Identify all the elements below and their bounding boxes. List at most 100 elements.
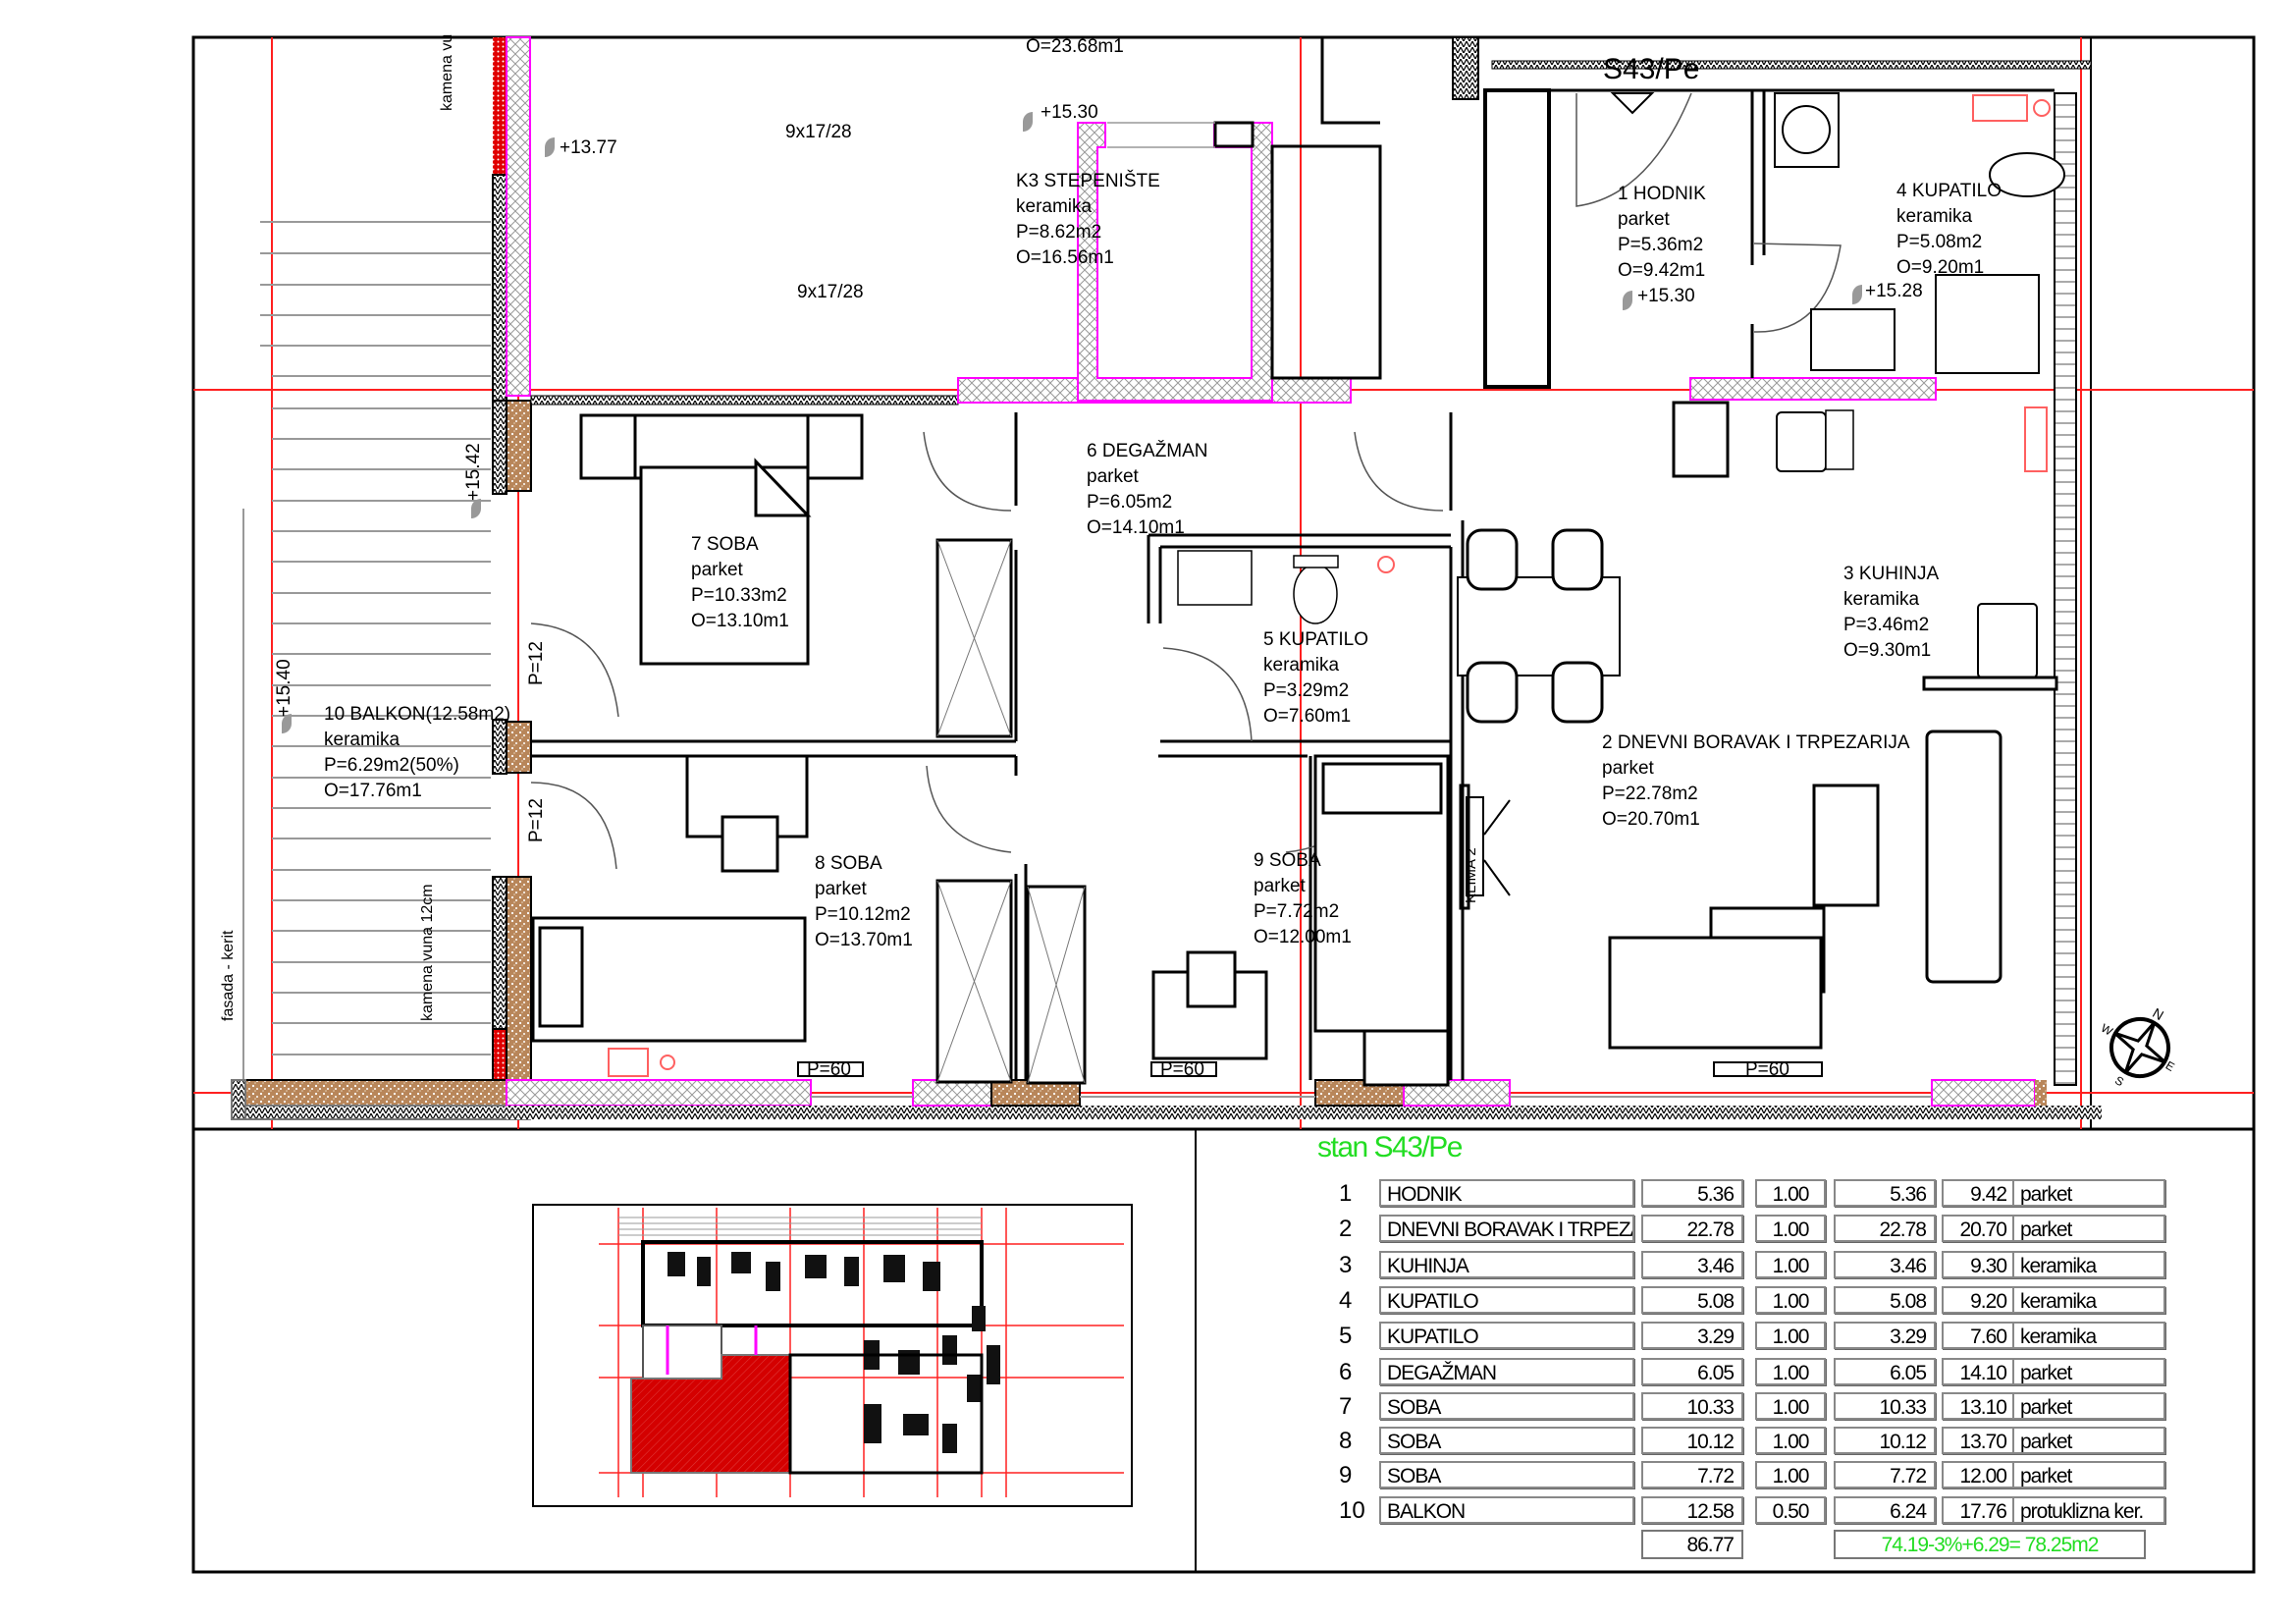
cell-net: 7.72 bbox=[1834, 1461, 1936, 1488]
room-8-perimeter: O=13.70m1 bbox=[815, 930, 913, 950]
cell-name: KUPATILO bbox=[1379, 1322, 1634, 1349]
cell-net: 10.33 bbox=[1834, 1392, 1936, 1420]
level-balcony-a: +15.42 bbox=[463, 443, 484, 501]
cell-area: 6.05 bbox=[1641, 1358, 1743, 1385]
row-number: 9 bbox=[1339, 1462, 1353, 1488]
wardrobes bbox=[936, 539, 1086, 1084]
area-formula: 74.19-3%+6.29= 78.25m2 bbox=[1834, 1530, 2146, 1559]
level-balcony-b: +15.40 bbox=[274, 659, 294, 717]
interior-walls bbox=[531, 90, 1766, 1080]
wool-label-top: kamena vu bbox=[439, 34, 455, 111]
room-2-perimeter: O=20.70m1 bbox=[1602, 809, 1700, 830]
cell-coef: 1.00 bbox=[1755, 1251, 1826, 1278]
window-p60-a: P=60 bbox=[807, 1059, 851, 1080]
balcony-deck bbox=[242, 221, 491, 1119]
window-p60-c: P=60 bbox=[1745, 1059, 1789, 1080]
cell-name: KUHINJA bbox=[1379, 1251, 1634, 1278]
cell-floor: parket bbox=[2012, 1215, 2165, 1242]
room-8-area: P=10.12m2 bbox=[815, 904, 911, 925]
cell-perim: 9.42 bbox=[1942, 1179, 2016, 1207]
room-10-floor: keramika bbox=[324, 730, 400, 750]
room-5-name: 5 KUPATILO bbox=[1263, 629, 1368, 650]
cell-floor: parket bbox=[2012, 1461, 2165, 1488]
room-6-floor: parket bbox=[1087, 466, 1140, 487]
room-10-perimeter: O=17.76m1 bbox=[324, 781, 422, 801]
cell-name: SOBA bbox=[1379, 1461, 1634, 1488]
room-8-floor: parket bbox=[815, 879, 868, 899]
cell-name: DEGAŽMAN bbox=[1379, 1358, 1634, 1385]
cell-perim: 13.70 bbox=[1942, 1427, 2016, 1454]
cell-perim: 20.70 bbox=[1942, 1215, 2016, 1242]
row-number: 6 bbox=[1339, 1359, 1353, 1385]
level-bath4: +15.28 bbox=[1865, 281, 1923, 301]
cell-coef: 1.00 bbox=[1755, 1427, 1826, 1454]
cell-coef: 1.00 bbox=[1755, 1322, 1826, 1349]
room-9-name: 9 SOBA bbox=[1254, 850, 1321, 871]
room-5-area: P=3.29m2 bbox=[1263, 680, 1349, 701]
room-10-area: P=6.29m2(50%) bbox=[324, 755, 459, 776]
cell-net: 5.08 bbox=[1834, 1286, 1936, 1314]
cell-perim: 9.30 bbox=[1942, 1251, 2016, 1278]
stair-steps-2: 9x17/28 bbox=[797, 282, 864, 302]
cell-coef: 1.00 bbox=[1755, 1358, 1826, 1385]
cell-perim: 7.60 bbox=[1942, 1322, 2016, 1349]
row-number: 1 bbox=[1339, 1180, 1353, 1207]
cell-floor: protuklizna ker. bbox=[2012, 1496, 2165, 1524]
level-left: +13.77 bbox=[560, 137, 617, 158]
stair-floor: keramika bbox=[1016, 196, 1093, 217]
cell-perim: 12.00 bbox=[1942, 1461, 2016, 1488]
room-2-area: P=22.78m2 bbox=[1602, 784, 1698, 804]
cell-floor: keramika bbox=[2012, 1251, 2165, 1278]
cell-coef: 0.50 bbox=[1755, 1496, 1826, 1524]
cell-perim: 9.20 bbox=[1942, 1286, 2016, 1314]
room-6-perimeter: O=14.10m1 bbox=[1087, 517, 1185, 538]
cell-coef: 1.00 bbox=[1755, 1461, 1826, 1488]
room-1-name: 1 HODNIK bbox=[1618, 184, 1706, 204]
window-p60-b: P=60 bbox=[1160, 1059, 1204, 1080]
facade-label: fasada - kerit bbox=[220, 930, 237, 1021]
cell-floor: parket bbox=[2012, 1427, 2165, 1454]
room-3-floor: keramika bbox=[1843, 589, 1920, 610]
stair-perimeter: O=16.56m1 bbox=[1016, 247, 1114, 268]
cell-name: DNEVNI BORAVAK I TRPEZARIJA bbox=[1379, 1215, 1634, 1242]
apartment-tag: S43/Pe bbox=[1603, 53, 1699, 85]
room-1-floor: parket bbox=[1618, 209, 1671, 230]
cell-name: SOBA bbox=[1379, 1427, 1634, 1454]
cell-net: 3.46 bbox=[1834, 1251, 1936, 1278]
room-7-floor: parket bbox=[691, 560, 744, 580]
cell-name: HODNIK bbox=[1379, 1179, 1634, 1207]
row-number: 2 bbox=[1339, 1216, 1353, 1242]
room-3-name: 3 KUHINJA bbox=[1843, 564, 1939, 584]
room-7-perimeter: O=13.10m1 bbox=[691, 611, 789, 631]
room-1-perimeter: O=9.42m1 bbox=[1618, 260, 1705, 281]
room-2-name: 2 DNEVNI BORAVAK I TRPEZARIJA bbox=[1602, 732, 1910, 753]
level-hall: +15.30 bbox=[1637, 286, 1695, 306]
cell-area: 5.08 bbox=[1641, 1286, 1743, 1314]
heaters bbox=[608, 94, 2051, 1077]
room-4-perimeter: O=9.20m1 bbox=[1896, 257, 1984, 278]
room-4-name: 4 KUPATILO bbox=[1896, 181, 2002, 201]
room-9-area: P=7.72m2 bbox=[1254, 901, 1339, 922]
level-stair: +15.30 bbox=[1041, 102, 1098, 123]
room-1-area: P=5.36m2 bbox=[1618, 235, 1703, 255]
cell-net: 5.36 bbox=[1834, 1179, 1936, 1207]
total-area: 86.77 bbox=[1641, 1530, 1743, 1559]
room-7-name: 7 SOBA bbox=[691, 534, 759, 555]
entrance-arrow-icon bbox=[1610, 92, 1655, 115]
cell-net: 6.05 bbox=[1834, 1358, 1936, 1385]
sheet-frame bbox=[191, 35, 2256, 1574]
ac-unit-icon bbox=[1459, 784, 1511, 910]
cell-coef: 1.00 bbox=[1755, 1392, 1826, 1420]
room-2-floor: parket bbox=[1602, 758, 1655, 779]
cell-net: 10.12 bbox=[1834, 1427, 1936, 1454]
wool-label-bottom: kamena vuna 12cm bbox=[419, 884, 436, 1021]
cell-area: 3.29 bbox=[1641, 1322, 1743, 1349]
cell-area: 12.58 bbox=[1641, 1496, 1743, 1524]
